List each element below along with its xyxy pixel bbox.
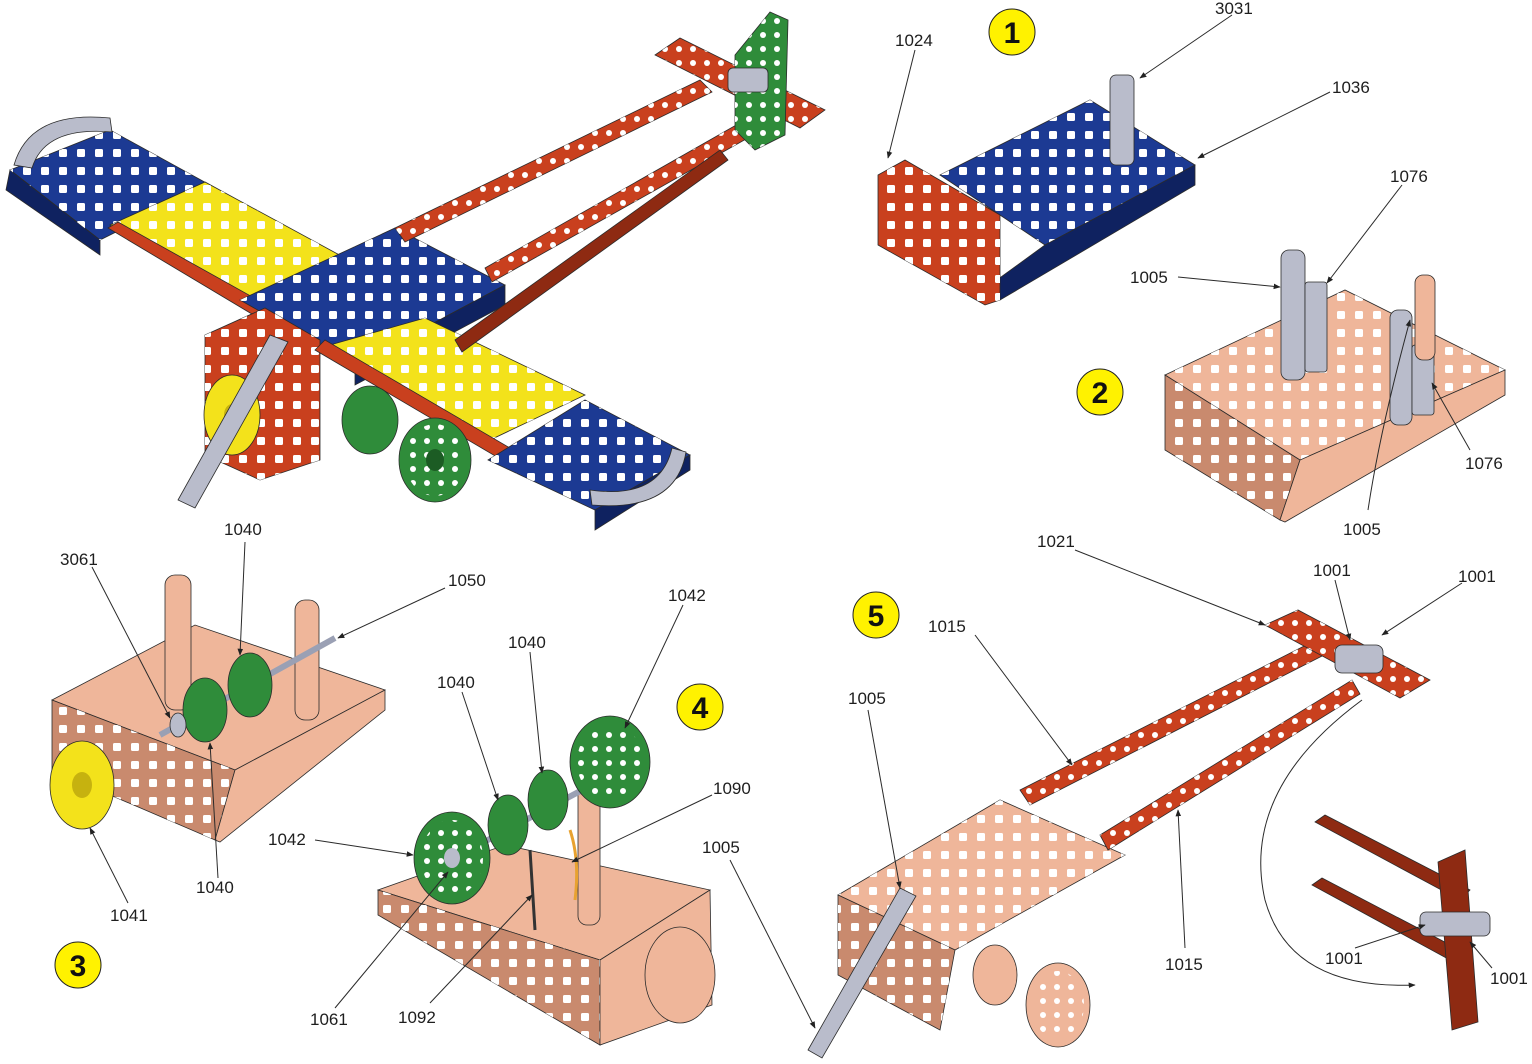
step1-angle-bracket-3031	[1109, 74, 1135, 166]
step-badge-3: 3	[54, 941, 102, 989]
step-2-assembly: 1076 1005 1076 1005	[1130, 167, 1506, 539]
propeller-blade	[177, 334, 289, 509]
step3-pulley-1040-a	[182, 677, 228, 743]
step3-pulley-1040-b	[227, 652, 273, 718]
step2-strip-1005-right	[1389, 309, 1413, 426]
step2-bracket-1076-left	[1304, 281, 1328, 373]
step-3-assembly: 3061 1040 1050 1040 1041	[49, 520, 486, 925]
label-1040-top: 1040	[224, 520, 262, 539]
label-1076-right: 1076	[1465, 454, 1503, 473]
label-1015-top: 1015	[928, 617, 966, 636]
tail-angle-clip	[727, 67, 769, 93]
step5-wheel-rear	[972, 944, 1018, 1006]
label-1040-bottom: 1040	[196, 878, 234, 897]
step3-leaders	[89, 541, 446, 904]
step4-pulley-1040-a	[487, 794, 529, 856]
step-badge-2: 2	[1076, 368, 1124, 416]
step4-leaders	[314, 604, 713, 1009]
label-1024: 1024	[895, 31, 933, 50]
step5-leaders	[867, 549, 1493, 969]
step1-leaders	[886, 14, 1331, 159]
label-3061: 3061	[60, 550, 98, 569]
left-landing-wheel	[341, 385, 399, 455]
label-1001-c: 1001	[1325, 949, 1363, 968]
svg-text:1: 1	[1004, 17, 1021, 50]
svg-text:2: 2	[1092, 377, 1109, 410]
step-4-assembly: 1040 1040 1042 1090 1042 1061 1092 1005	[268, 586, 816, 1046]
svg-text:3: 3	[70, 950, 87, 983]
svg-text:4: 4	[692, 692, 709, 725]
step5-detail-inset	[1260, 699, 1491, 1031]
label-1005-bottom: 1005	[1343, 520, 1381, 539]
label-1040-b: 1040	[508, 633, 546, 652]
step5-clips-1001	[1334, 644, 1384, 674]
label-1040-a: 1040	[437, 673, 475, 692]
step-badge-4: 4	[676, 683, 724, 731]
step2-copper-upright	[1414, 274, 1436, 361]
label-1005-s4: 1005	[702, 838, 740, 857]
label-1001-a: 1001	[1313, 561, 1351, 580]
label-1050: 1050	[448, 571, 486, 590]
label-1021: 1021	[1037, 532, 1075, 551]
label-1090: 1090	[713, 779, 751, 798]
step-badge-5: 5	[852, 591, 900, 639]
step-badge-1: 1	[988, 8, 1036, 56]
label-1042-left: 1042	[268, 830, 306, 849]
label-1092: 1092	[398, 1008, 436, 1027]
step4-end-pulley	[644, 926, 716, 1024]
step4-pulley-1040-b	[527, 769, 569, 831]
label-1041: 1041	[110, 906, 148, 925]
step-1-assembly: 1024 3031 1036	[877, 0, 1370, 306]
left-curved-strip	[13, 116, 113, 169]
step2-strip-1005-left	[1280, 249, 1306, 381]
completed-airplane-model	[5, 11, 826, 531]
label-3031: 3031	[1215, 0, 1253, 18]
label-1005-left: 1005	[1130, 268, 1168, 287]
label-1036: 1036	[1332, 78, 1370, 97]
label-1076-top: 1076	[1390, 167, 1428, 186]
step2-leaders	[1177, 184, 1471, 511]
step3-upright-left	[164, 574, 192, 711]
svg-text:5: 5	[868, 600, 885, 633]
step4-spring-1090	[528, 849, 537, 931]
label-1015-bottom: 1015	[1165, 955, 1203, 974]
label-1001-b: 1001	[1458, 567, 1496, 586]
step-5-assembly: 1021 1001 1001 1015 1005 1015 1001 1001	[807, 532, 1528, 1059]
right-curved-strip	[589, 447, 687, 507]
label-1061: 1061	[310, 1010, 348, 1029]
tail-boom-brace	[454, 149, 729, 353]
label-1005-s5: 1005	[848, 689, 886, 708]
label-1042-top: 1042	[668, 586, 706, 605]
step5-strip-1005	[807, 887, 917, 1059]
label-1001-d: 1001	[1490, 969, 1528, 988]
step3-collar-3061	[169, 712, 187, 738]
step4-belt	[568, 829, 579, 901]
